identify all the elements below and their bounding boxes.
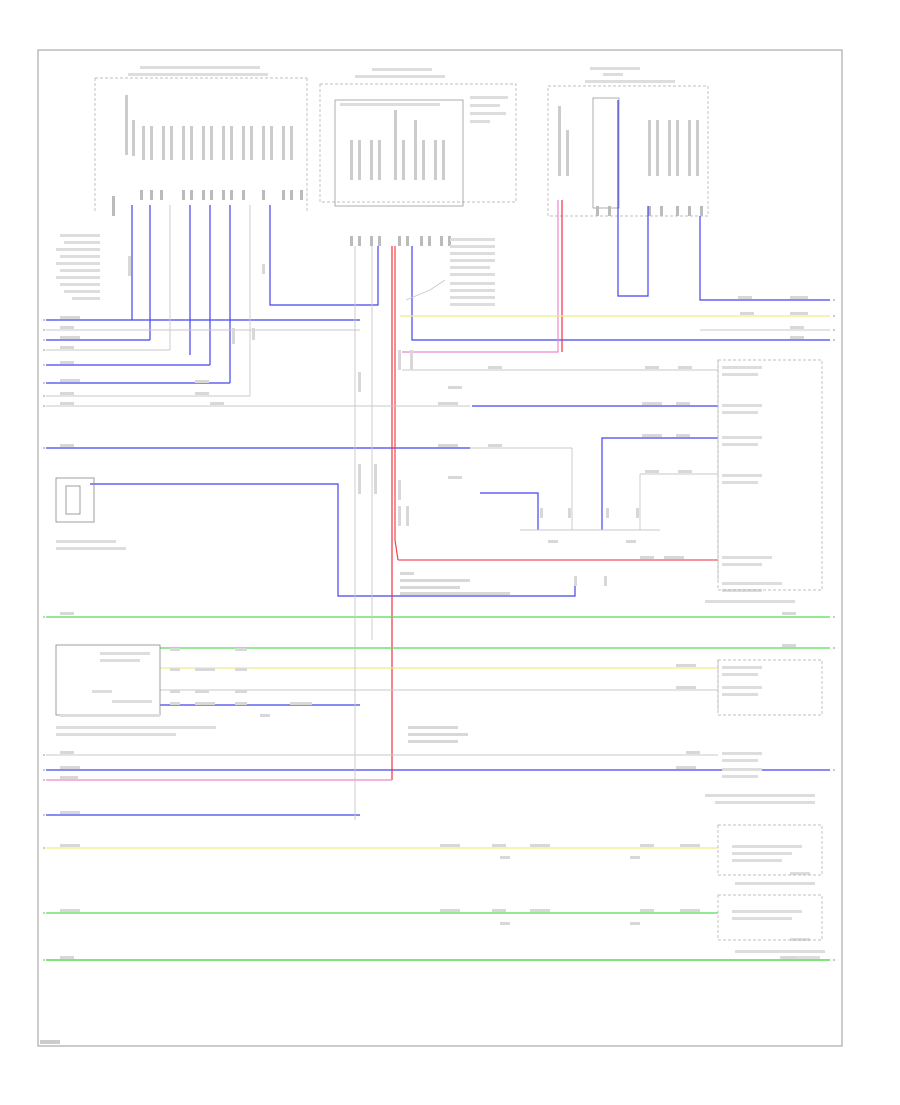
pin-ticks [112, 190, 703, 246]
diagram-border [37, 49, 843, 1047]
page-code-mark [40, 1040, 60, 1044]
center-vertical-labels [128, 256, 639, 586]
right-side-labels [705, 366, 825, 959]
left-text-block [56, 234, 495, 306]
red-wires [46, 200, 718, 781]
lower-left-module [55, 644, 216, 736]
right-module [547, 67, 709, 217]
edge-markers [43, 299, 835, 961]
blue-wires [46, 100, 830, 816]
gray-wires [46, 205, 830, 820]
pin-labels-top [125, 95, 699, 180]
right-dashed-boxes [717, 359, 823, 941]
left-sensor-box [55, 477, 126, 550]
top-left-module [94, 66, 308, 212]
green-wires [46, 616, 830, 961]
wire-labels [60, 296, 808, 959]
center-module [319, 68, 517, 207]
yellow-wires [46, 315, 830, 849]
